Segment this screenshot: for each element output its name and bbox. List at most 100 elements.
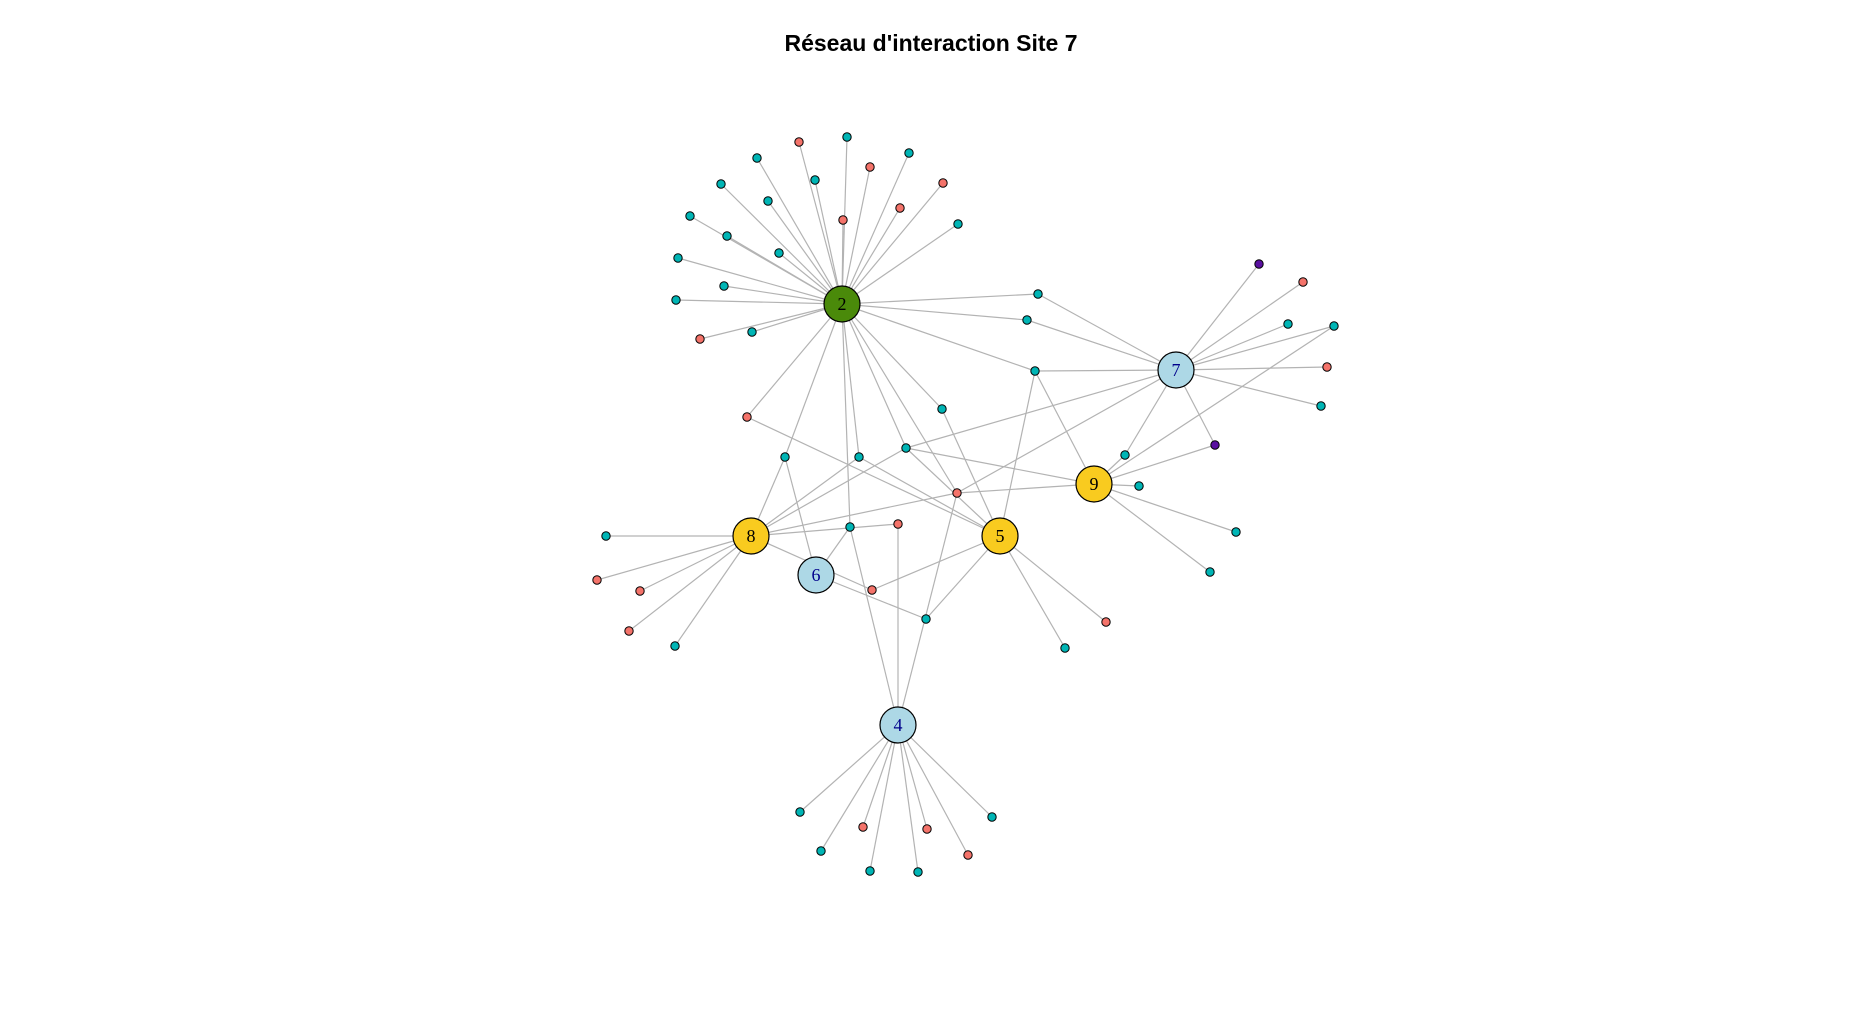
leaf-node: [671, 295, 681, 305]
edge-7-b2: [1026, 319, 1177, 371]
edge-9-b7: [1093, 325, 1335, 485]
edge-2-a11: [841, 207, 901, 305]
hub-circle: [823, 285, 861, 323]
edge-9-m3: [905, 447, 1095, 485]
edge-2-a8: [720, 183, 843, 305]
edge-9-b3: [1034, 370, 1095, 485]
edge-9-d4: [1093, 483, 1237, 533]
leaf-node: [922, 824, 932, 834]
hub-label: 7: [1172, 360, 1181, 380]
edge-2-a19: [699, 303, 843, 340]
edge-2-m8: [746, 303, 843, 418]
hub-circle: [879, 706, 917, 744]
leaf-node: [1030, 366, 1040, 376]
edge-7-b4: [1175, 263, 1260, 371]
edge-2-m3: [841, 303, 907, 449]
hub-circle: [981, 517, 1019, 555]
leaf-node: [774, 248, 784, 258]
leaf-node: [1283, 319, 1293, 329]
leaf-node: [901, 443, 911, 453]
edge-2-a10: [767, 200, 843, 305]
leaf-node: [1033, 289, 1043, 299]
leaf-node: [1060, 643, 1070, 653]
leaf-node: [670, 641, 680, 651]
leaf-node: [722, 231, 732, 241]
edge-6-m11: [815, 574, 927, 620]
leaf-node: [794, 137, 804, 147]
hub-circle: [1157, 351, 1195, 389]
leaf-node: [752, 153, 762, 163]
leaf-node: [921, 614, 931, 624]
hub-circle: [732, 517, 770, 555]
leaf-node: [1120, 450, 1130, 460]
leaf-node: [601, 531, 611, 541]
leaf-node: [1210, 440, 1220, 450]
leaf-node: [1316, 401, 1326, 411]
hub-label: 9: [1090, 474, 1099, 494]
leaf-node: [695, 334, 705, 344]
edge-2-a18: [675, 299, 843, 305]
leaf-node: [795, 807, 805, 817]
edge-2-a17: [723, 285, 843, 305]
leaf-node: [1322, 362, 1332, 372]
edge-8-m4: [750, 456, 860, 537]
edge-2-b1: [841, 293, 1039, 305]
leaf-node: [937, 404, 947, 414]
edge-2-a9: [814, 179, 843, 305]
leaf-node: [592, 575, 602, 585]
edge-5-d1: [999, 535, 1107, 623]
leaf-node: [867, 585, 877, 595]
leaf-node: [1205, 567, 1215, 577]
hub-node-6: 6: [797, 556, 835, 594]
leaf-node: [810, 175, 820, 185]
edge-5-m10: [871, 535, 1001, 591]
edge-2-m5: [841, 303, 851, 528]
edge-5-b3: [999, 370, 1036, 537]
edge-2-m1: [841, 303, 958, 494]
edges-layer: [596, 136, 1335, 873]
edge-5-d2: [999, 535, 1066, 649]
edge-5-m4: [858, 456, 1001, 537]
leaf-node: [685, 211, 695, 221]
edge-7-b5: [1175, 281, 1304, 371]
hub-node-4: 4: [879, 706, 917, 744]
edge-2-a6: [841, 182, 944, 305]
edge-8-m1: [750, 492, 958, 537]
edge-4-m1: [897, 492, 958, 726]
edge-2-a14: [841, 223, 959, 305]
edge-5-m8: [746, 416, 1001, 537]
edge-9-d5: [1093, 483, 1211, 573]
edge-8-c2: [596, 535, 752, 581]
leaf-node: [816, 846, 826, 856]
edge-9-b10: [1093, 444, 1216, 485]
leaf-node: [1254, 259, 1264, 269]
edge-8-c4: [628, 535, 752, 632]
edge-7-m3: [905, 369, 1177, 449]
edge-8-c3: [639, 535, 752, 592]
leaf-node: [842, 132, 852, 142]
edge-4-e1: [799, 724, 899, 813]
edge-7-b3: [1034, 369, 1177, 372]
edge-8-m9: [750, 523, 899, 537]
leaf-node: [1329, 321, 1339, 331]
leaf-node: [893, 519, 903, 529]
edge-7-b6: [1175, 323, 1289, 371]
edge-7-b8: [1175, 366, 1328, 371]
edge-4-e8: [897, 724, 919, 873]
leaf-node: [742, 412, 752, 422]
hub-circle: [797, 556, 835, 594]
edge-2-a1: [798, 141, 843, 305]
edge-4-e5: [897, 724, 993, 818]
leaf-node: [904, 148, 914, 158]
leaf-node: [1231, 527, 1241, 537]
edge-4-e7: [869, 724, 899, 872]
leaf-node: [953, 219, 963, 229]
leaf-node: [895, 203, 905, 213]
hub-node-7: 7: [1157, 351, 1195, 389]
edge-7-b1: [1037, 293, 1177, 371]
hub-node-5: 5: [981, 517, 1019, 555]
leaf-node: [747, 327, 757, 337]
edge-2-b3: [841, 303, 1036, 372]
leaf-node: [635, 586, 645, 596]
